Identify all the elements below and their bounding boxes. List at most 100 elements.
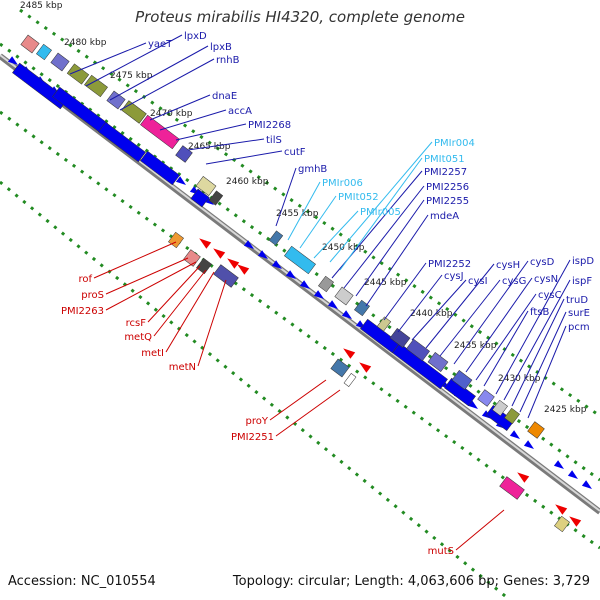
leader-line — [119, 58, 215, 111]
leader-line — [329, 141, 433, 263]
leader-line — [425, 263, 495, 349]
gene-label: surE — [568, 308, 590, 319]
ruler-tick-label: 2445 kbp — [364, 278, 407, 288]
dotted-guides — [0, 8, 600, 600]
leader-line — [147, 265, 201, 323]
leader-line — [483, 310, 529, 387]
gene-label: ispF — [572, 276, 592, 287]
gene-block — [140, 114, 180, 150]
ruler-tick-label: 2460 kbp — [226, 177, 269, 187]
gene-block — [84, 74, 108, 98]
gene-label: PMI2251 — [231, 432, 274, 443]
gene-arrow — [467, 400, 478, 410]
gene-label: proS — [81, 290, 104, 301]
leader-line — [109, 45, 209, 101]
gene-label: truD — [566, 295, 588, 306]
leader-line — [197, 279, 227, 367]
gene-arrow — [257, 250, 268, 260]
gene-label: lpxB — [210, 42, 232, 53]
leader-line — [397, 274, 443, 333]
gene-arrow-reverse — [517, 472, 530, 483]
gene-arrow-reverse — [555, 504, 568, 515]
gene-block — [554, 515, 570, 533]
leader-line — [275, 389, 341, 437]
ruler-tick-label: 2425 kbp — [544, 405, 587, 415]
gene-block — [50, 52, 70, 72]
gene-label: ftsB — [530, 307, 549, 318]
gene-block — [427, 352, 449, 372]
gene-block — [477, 389, 495, 407]
gene-arrow — [341, 310, 352, 320]
ruler-tick-label: 2485 kbp — [20, 1, 63, 11]
leader-line — [343, 185, 425, 289]
leader-line — [205, 150, 283, 165]
accession-label: Accession: NC_010554 — [8, 574, 156, 589]
gene-label: mutS — [428, 546, 454, 557]
gene-label: tilS — [266, 135, 282, 146]
leader-line — [153, 269, 207, 337]
leader-line — [495, 259, 571, 395]
gene-block — [343, 373, 357, 387]
leader-line — [187, 138, 265, 151]
leader-line — [85, 34, 183, 87]
gene-block — [98, 121, 146, 163]
gene-arrow-reverse — [237, 264, 250, 275]
gene-arrow-reverse — [199, 238, 212, 249]
gene-label: metI — [141, 348, 164, 359]
leader-line — [411, 279, 467, 341]
gene-label: pcm — [568, 322, 590, 333]
leader-line — [383, 262, 427, 321]
gene-label: metQ — [124, 332, 152, 343]
leader-line — [365, 214, 429, 307]
gene-label: cutF — [284, 147, 306, 158]
leader-line — [105, 261, 197, 311]
leader-line — [175, 123, 247, 141]
gene-block — [183, 249, 201, 267]
gene-block — [190, 188, 210, 208]
gene-block — [36, 43, 52, 61]
gene-arrow-reverse — [569, 516, 582, 527]
ruler-tick-label: 2455 kbp — [276, 209, 319, 219]
gene-block — [121, 100, 147, 124]
gene-label: cysC — [538, 290, 562, 301]
gene-block — [499, 476, 525, 500]
gene-block — [492, 399, 508, 417]
leader-line — [275, 167, 297, 227]
gene-block — [268, 230, 284, 246]
leader-line — [465, 277, 533, 373]
gene-arrow — [553, 460, 564, 470]
gene-arrow-reverse — [343, 348, 356, 359]
gene-block — [195, 176, 217, 196]
leader-line — [455, 509, 505, 551]
gene-arrow — [567, 470, 578, 480]
genome-summary: Topology: circular; Length: 4,063,606 bp… — [232, 574, 590, 589]
gene-label: cysJ — [444, 271, 464, 282]
gene-block — [406, 338, 430, 362]
gene-arrow — [243, 240, 254, 250]
leader-line — [149, 94, 211, 121]
leader-line — [287, 181, 321, 241]
leader-line — [511, 298, 565, 407]
gene-block — [330, 358, 350, 378]
gene-label: PMIt052 — [338, 192, 379, 203]
gene-label: PMI2252 — [428, 259, 471, 270]
guide-lower — [0, 110, 600, 550]
leader-line — [299, 195, 337, 249]
gene-block — [376, 316, 392, 332]
gene-label: PMIr005 — [360, 207, 401, 218]
leader-line — [69, 42, 147, 75]
gene-label: cysI — [468, 276, 488, 287]
ruler-tick-label: 2430 kbp — [498, 374, 541, 384]
gene-block — [504, 407, 520, 425]
gene-label: PMIt051 — [424, 154, 465, 165]
leader-line — [313, 210, 359, 259]
gene-label: proY — [246, 416, 269, 427]
gene-label: dnaE — [212, 91, 237, 102]
page-title: Proteus mirabilis HI4320, complete genom… — [135, 8, 465, 26]
gene-block — [213, 264, 239, 288]
gene-block — [389, 328, 411, 348]
gene-arrow — [7, 56, 18, 66]
gene-arrow — [313, 290, 324, 300]
gene-label: mdeA — [430, 211, 459, 222]
